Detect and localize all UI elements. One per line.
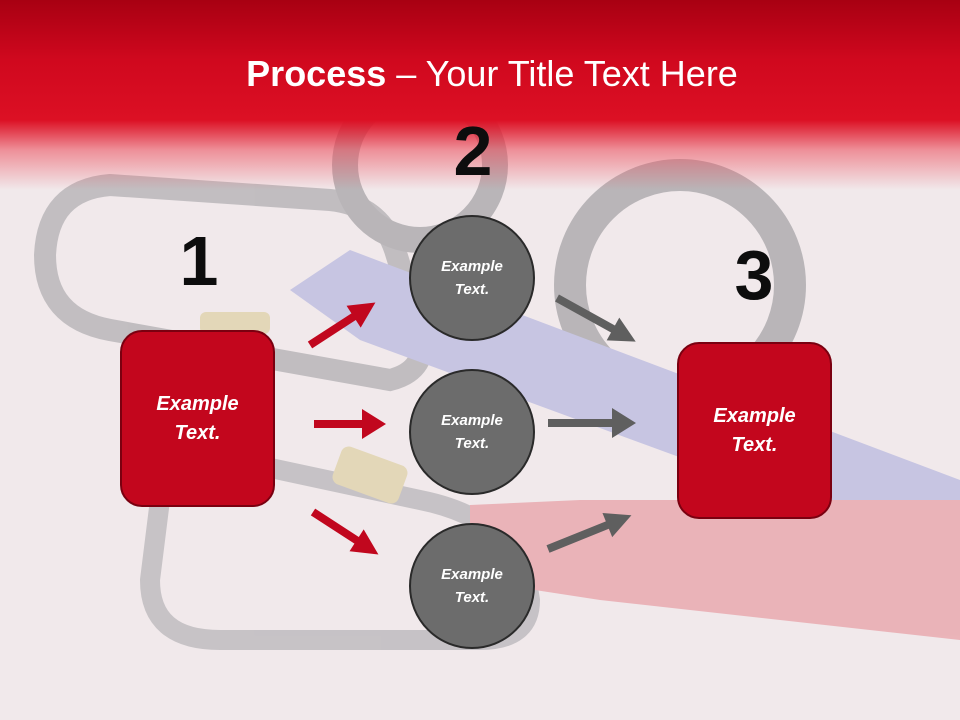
title-rest: – Your Title Text Here <box>386 53 738 94</box>
arrow-gray-down <box>555 294 636 342</box>
step-number-3: 3 <box>734 236 774 314</box>
arrow-red-mid <box>314 409 386 439</box>
arrow-gray-up <box>546 512 632 553</box>
step-2-circle-3: Example Text. <box>409 523 535 649</box>
page-title: Process – Your Title Text Here <box>0 52 960 96</box>
step-3-text: Example Text. <box>713 404 796 456</box>
step-3-box: Example Text. <box>677 342 832 519</box>
step-2-circle-2: Example Text. <box>409 369 535 495</box>
step-1-box: Example Text. <box>120 330 275 507</box>
header-band <box>0 0 960 190</box>
circle-1-text: Example Text. <box>441 258 503 298</box>
arrow-red-up <box>307 302 376 349</box>
arrow-red-down <box>310 508 379 555</box>
step-1-text: Example Text. <box>156 392 239 444</box>
title-bold: Process <box>246 53 387 94</box>
step-2-circle-1: Example Text. <box>409 215 535 341</box>
circle-2-text: Example Text. <box>441 412 503 452</box>
step-number-2: 2 <box>453 112 493 190</box>
circle-3-text: Example Text. <box>441 566 503 606</box>
step-number-1: 1 <box>179 222 219 300</box>
arrow-gray-mid <box>548 408 636 438</box>
